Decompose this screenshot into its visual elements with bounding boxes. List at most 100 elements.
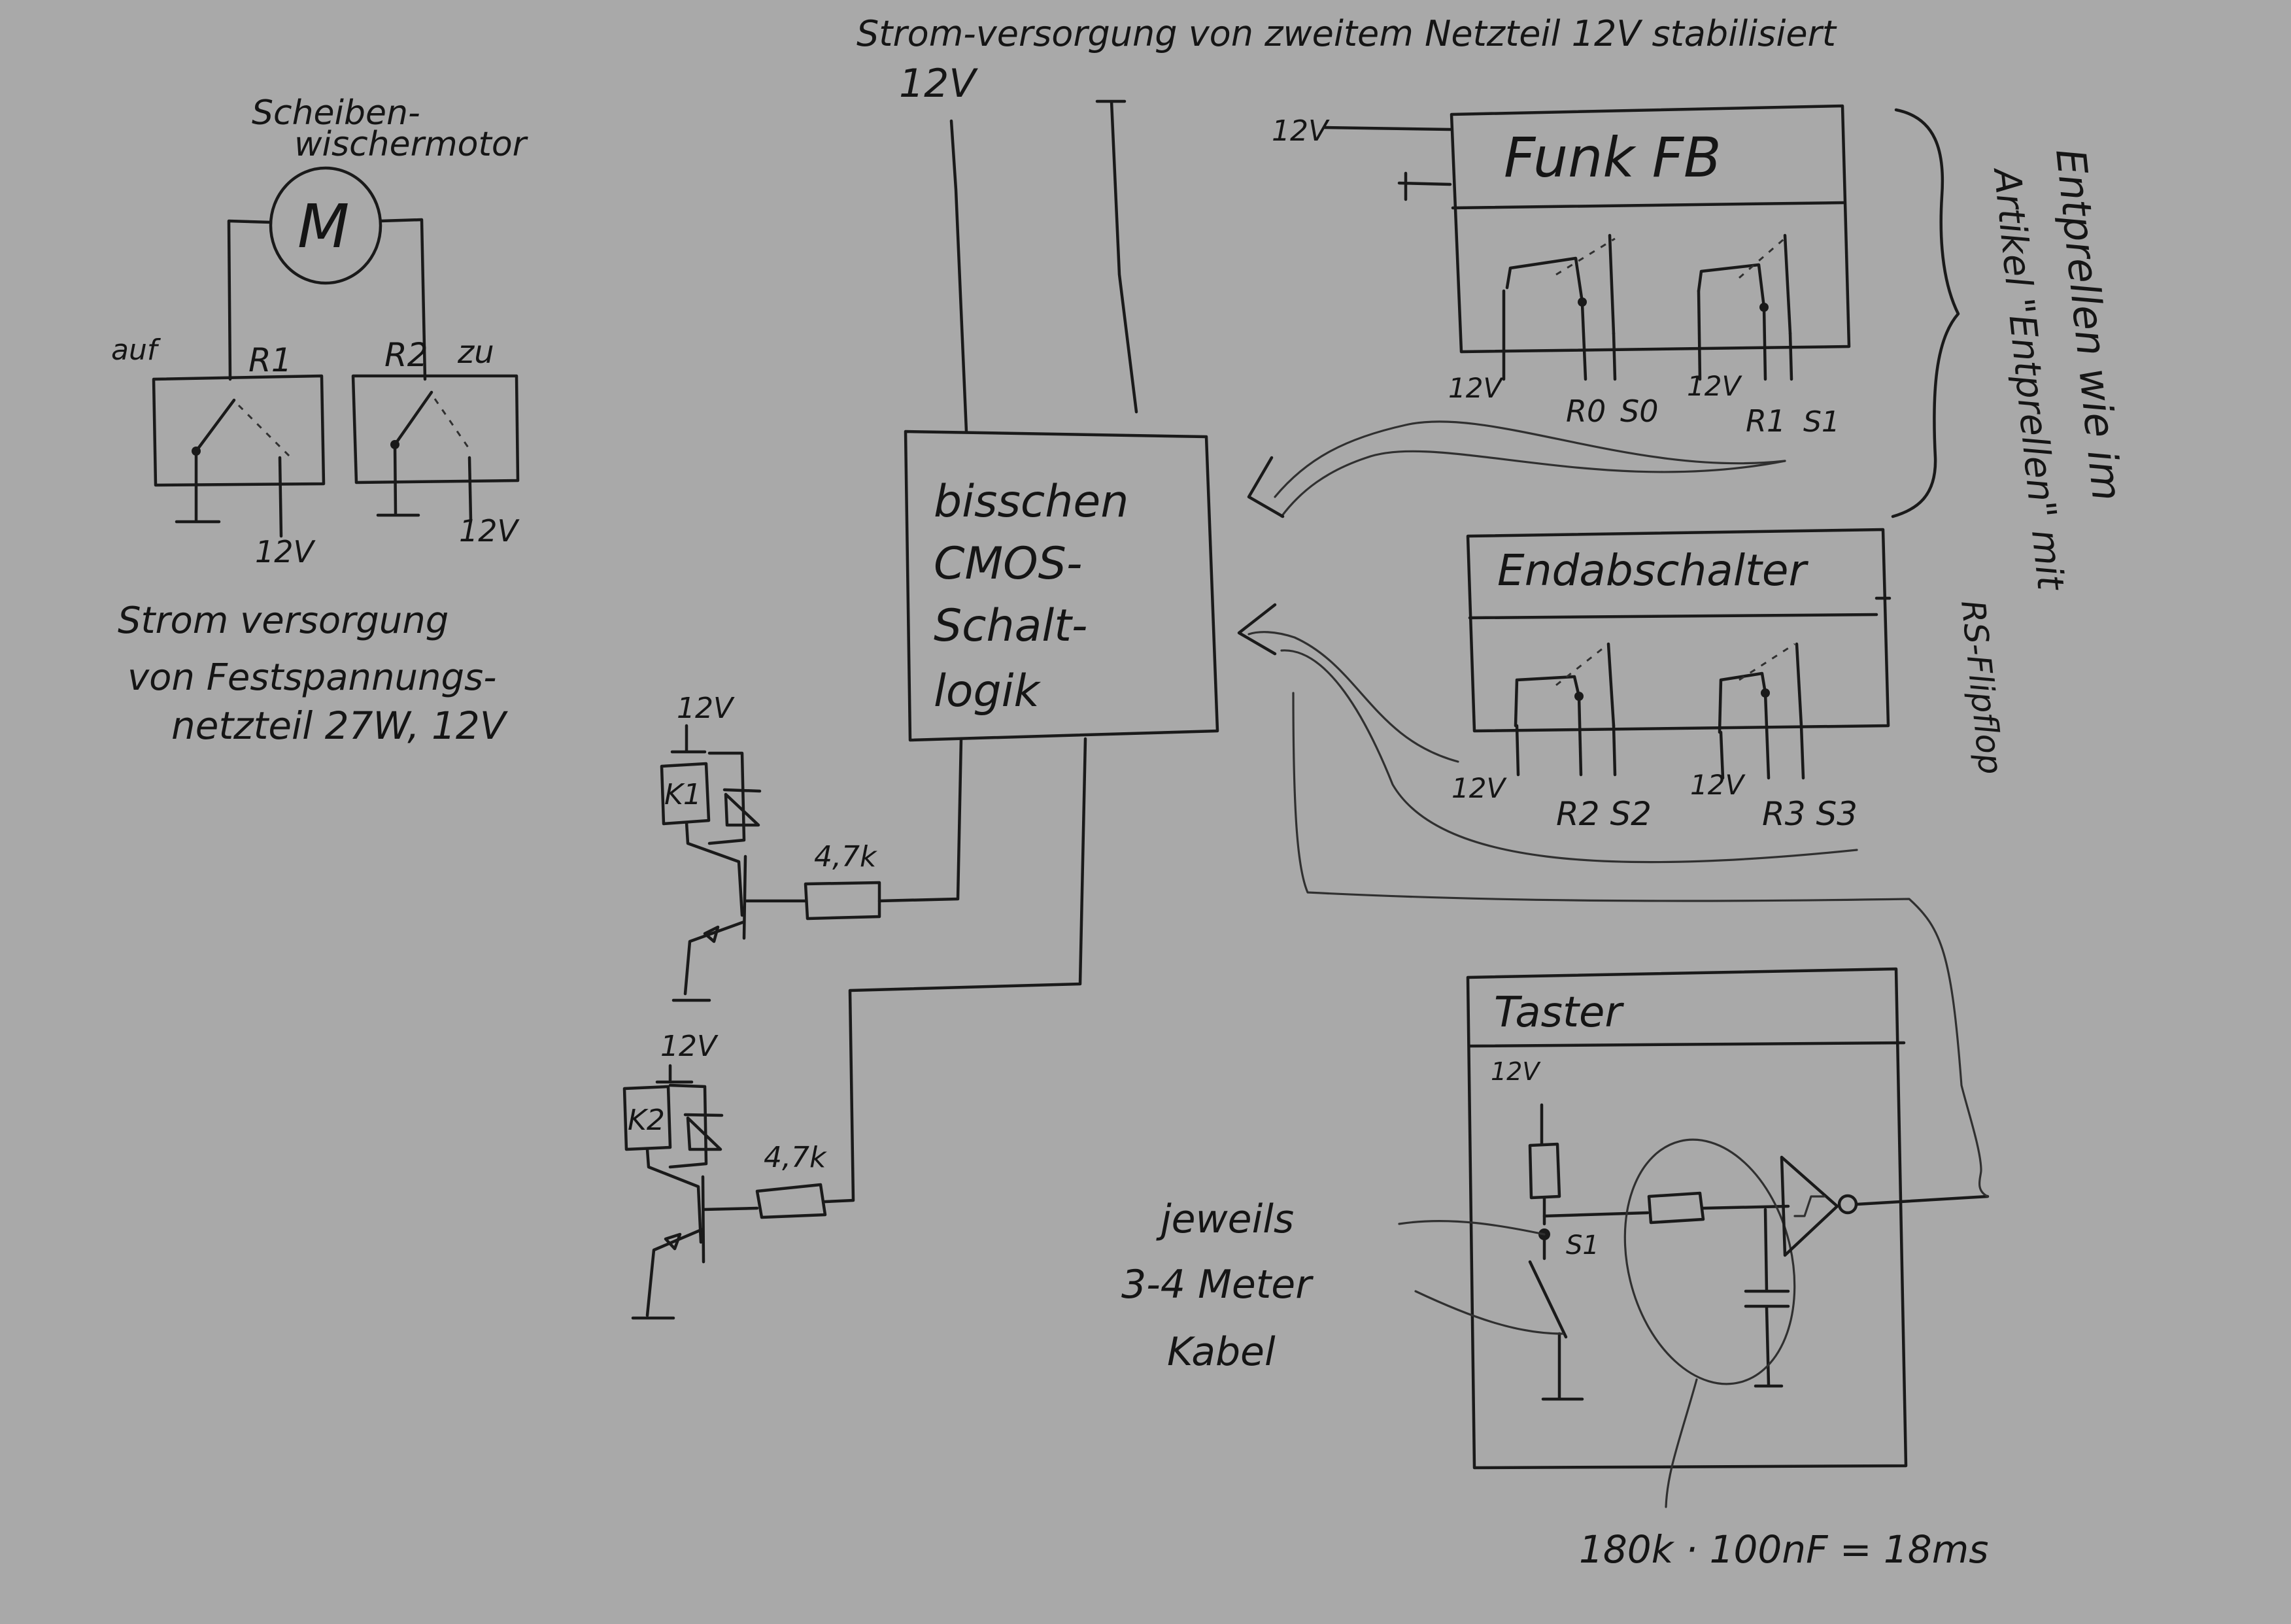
- funk-fb-header-line: [1451, 201, 1846, 210]
- taster-rc-capacitor: [1744, 1208, 1790, 1388]
- k1-collector: [685, 820, 744, 917]
- funk-s0: S0: [1620, 394, 1658, 429]
- k1-emitter-arrow: [703, 925, 720, 943]
- taster-cable-1: [1398, 1220, 1546, 1236]
- funk-relay-1-nc: [1608, 233, 1616, 335]
- power-supply-second-psu: Strom-versorgung von zweitem Netzteil 12…: [857, 13, 1837, 433]
- k1-transistor-base-bar: [742, 854, 747, 940]
- resistor-1-label: 4,7k: [814, 840, 877, 873]
- end-switch-header-line: [1468, 596, 1892, 620]
- funk-relay-2-nc: [1783, 233, 1792, 335]
- power-second-psu-label: Strom-versorgung von zweitem Netzteil 12…: [857, 13, 1837, 54]
- end-switch-box: [1466, 528, 1890, 733]
- end-r2s2: R2 S2: [1556, 795, 1652, 833]
- wire-psu-ground: [1095, 99, 1138, 414]
- funk-arrow-curve-2: [1280, 450, 1786, 518]
- motor-symbol-circle: [269, 166, 382, 285]
- k2-emitter: [631, 1227, 705, 1320]
- end-output-pins: [1515, 691, 1805, 780]
- taster-switch: [1528, 1232, 1584, 1401]
- cmos-label-2: CMOS-: [934, 538, 1082, 590]
- end-switch-title: Endabschalter: [1497, 545, 1809, 596]
- funk-arrow-head: [1247, 456, 1285, 518]
- wire-motor-right: [379, 218, 427, 381]
- funk-s1: S1: [1803, 405, 1840, 439]
- taster-header-line: [1468, 1041, 1906, 1048]
- relay-r1-coil-link: [237, 404, 292, 459]
- funk-relay-1-pivot: [1578, 297, 1587, 307]
- relay-r1-12v-wire: [278, 456, 283, 538]
- funk-r0: R0: [1566, 394, 1606, 429]
- schmitt-inverter-bubble: [1837, 1194, 1858, 1215]
- funk-output-pins: [1502, 289, 1793, 381]
- k2-base-wire: [702, 1206, 759, 1211]
- taster-wire-to-trigger: [1701, 1204, 1790, 1210]
- end-arrow-head: [1237, 603, 1277, 656]
- taster-output-wire: [1855, 1194, 1990, 1206]
- cmos-label-1: bisschen: [934, 476, 1129, 528]
- end-relay-2-link: [1739, 643, 1795, 681]
- k2-collector: [645, 1147, 703, 1244]
- debounce-line-3: RS-Flipflop: [1954, 598, 2010, 776]
- rc-formula: 180k · 100nF = 18ms: [1579, 1527, 1988, 1572]
- funk-12v-a: 12V: [1448, 372, 1504, 404]
- label-r2: R2: [384, 336, 428, 374]
- taster-box: [1466, 967, 1908, 1470]
- taster-12v: 12V: [1491, 1057, 1541, 1086]
- funk-relay-2: [1697, 263, 1766, 309]
- funk-fb-section: 12V Funk FB 12V R0 S0 12V R1 S1: [1247, 104, 1960, 518]
- cmos-label-3: Schalt-: [934, 600, 1087, 652]
- debounce-note: Entprellen wie im Artikel "Entprellen" m…: [1954, 146, 2131, 776]
- taster-cable-2: [1414, 1290, 1564, 1335]
- cmos-label-4: logik: [934, 666, 1042, 717]
- taster-s1: S1: [1566, 1230, 1599, 1260]
- taster-wire-to-rc: [1542, 1211, 1650, 1218]
- relay-r2-ground: [376, 443, 420, 517]
- wire-motor-left: [227, 219, 273, 381]
- taster-rc-resistor: [1647, 1191, 1705, 1225]
- relay-12v-top: 12V: [677, 692, 735, 725]
- k1-emitter: [671, 920, 746, 1002]
- cmos-logic-box: [904, 430, 1219, 742]
- relay-r1-contact: [194, 398, 236, 453]
- label-auf: auf: [111, 333, 161, 367]
- k2-emitter-arrow: [664, 1232, 682, 1251]
- relay-r2-coil-link: [433, 398, 472, 452]
- cmos-logic-section: bisschen CMOS- Schalt- logik: [904, 430, 1219, 742]
- taster-pullup-resistor: [1528, 1103, 1561, 1226]
- funk-r1: R1: [1746, 403, 1786, 439]
- resistor-2: [755, 1183, 827, 1219]
- k1-diode-wire: [707, 751, 746, 845]
- taster-return-wire: [1292, 692, 1989, 1198]
- end-arrow-curve-2: [1280, 649, 1858, 864]
- funk-fb-box: [1450, 104, 1851, 354]
- relay-r1-ground: [175, 449, 221, 524]
- relay-r2-contact: [393, 390, 433, 447]
- schmitt-symbol: [1793, 1195, 1825, 1217]
- end-relay-1-nc: [1606, 642, 1616, 728]
- relay-k1-coil: [660, 762, 711, 826]
- funk-arrow-curve: [1274, 420, 1786, 498]
- k2-diode: [683, 1113, 724, 1151]
- funk-fb-title: Funk FB: [1504, 126, 1722, 190]
- taster-rc-pointer: [1665, 1378, 1698, 1508]
- k1-diode: [722, 788, 762, 827]
- relay-r2-box: [351, 374, 520, 484]
- funk-relay-1: [1505, 256, 1584, 304]
- relay-12v-bottom: 12V: [660, 1030, 719, 1063]
- power-fixed-2: von Festspannungs-: [127, 656, 496, 699]
- relay-k2-label: K2: [628, 1104, 665, 1137]
- cable-note: jeweils 3-4 Meter Kabel: [1121, 1196, 1314, 1375]
- label-zu: zu: [457, 334, 494, 371]
- funk-12v-b: 12V: [1687, 370, 1742, 402]
- end-switch-section: Endabschalter 12V R2 S2 12V R3 S3: [1237, 528, 1892, 864]
- wire-psu-12v: [949, 119, 968, 433]
- taster-title: Taster: [1494, 989, 1624, 1037]
- cable-line-2: 3-4 Meter: [1121, 1262, 1314, 1308]
- relay-k1-label: K1: [664, 778, 702, 811]
- taster-rc-circle: [1623, 1138, 1796, 1385]
- relay-driver-section: 12V K1 4,7k 12V K2 4,7k: [622, 692, 1087, 1320]
- label-12v-r1: 12V: [255, 534, 316, 569]
- relay-k2-coil: [622, 1085, 672, 1151]
- wire-cmos-to-k1: [877, 737, 963, 903]
